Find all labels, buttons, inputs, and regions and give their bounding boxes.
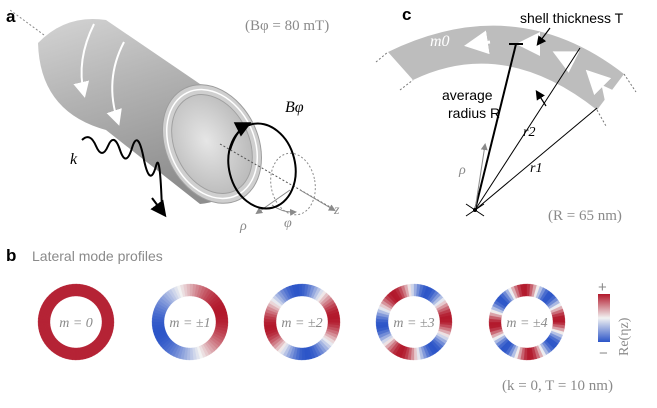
magnetization-arrow-1	[73, 23, 95, 98]
shell-arrow-4	[585, 69, 612, 96]
spin-wave	[81, 136, 163, 211]
shell-ext-left-outer	[375, 51, 389, 63]
rho-label-c: ρ	[458, 163, 466, 178]
mode-note: (k = 0, T = 10 nm)	[502, 378, 613, 394]
bphi-label: Bφ	[285, 99, 304, 116]
shell-ext-left-inner	[399, 79, 414, 91]
r1-label: r1	[530, 161, 542, 176]
radius-note: (R = 65 nm)	[548, 208, 622, 224]
mode-ring-m4: m = ±4	[488, 283, 566, 361]
mode-ring-m2: m = ±2	[263, 283, 341, 361]
rho-arrow-c	[474, 143, 488, 211]
mode-ring-label: m = ±4	[506, 316, 547, 331]
rho-label: ρ	[239, 219, 247, 234]
radius-label-line2: radius R	[448, 105, 500, 121]
shell-ext-right-inner	[596, 109, 607, 127]
shell-thickness-label: shell thickness T	[520, 10, 624, 26]
panel-b-title: Lateral mode profiles	[32, 248, 163, 264]
shell-ext-right-outer	[623, 73, 637, 93]
mode-ring-m1: m = ±1	[151, 283, 229, 361]
magnetization-arrow-2	[106, 41, 125, 126]
colorbar	[598, 294, 610, 342]
mode-ring-label: m = ±2	[281, 316, 322, 331]
mode-ring-m3: m = ±3	[375, 283, 453, 361]
phi-arrow	[271, 204, 297, 216]
colorbar-plus: +	[598, 279, 607, 296]
field-note: (Bφ = 80 mT)	[245, 18, 329, 34]
mode-rings: m = 0 m = ±1 m = ±2 m = ±3 m = ±4	[37, 283, 566, 361]
panel-b-letter: b	[6, 246, 16, 265]
colorbar-minus: −	[599, 345, 608, 362]
ring-segment	[439, 318, 453, 323]
z-label: z	[333, 203, 340, 218]
k-label: k	[70, 151, 78, 168]
mode-ring-label: m = 0	[59, 316, 93, 331]
ring-segment	[552, 318, 566, 323]
panel-b: b Lateral mode profiles m = 0 m = ±1 m = ±…	[6, 246, 632, 394]
m0-label: m0	[430, 33, 450, 50]
coordinate-circle	[270, 152, 316, 216]
ring-segment	[327, 318, 341, 323]
bphi-loop	[227, 122, 297, 210]
panel-c-letter: c	[402, 5, 411, 24]
shell-arrow-5	[601, 84, 618, 103]
panel-a: a (Bφ = 80 mT) z ρ φ Bφ k	[6, 7, 340, 234]
panel-a-letter: a	[6, 7, 16, 26]
mode-ring-label: m = ±3	[393, 316, 434, 331]
ring-segment	[101, 318, 115, 323]
phi-label: φ	[284, 216, 292, 231]
shell-thickness-arrow	[536, 27, 551, 46]
origin-cross-b	[465, 203, 485, 217]
tube-extension-line	[9, 9, 45, 36]
shell-arrow-1	[464, 30, 491, 55]
z-axis-arrow	[299, 189, 336, 212]
wave-arrow	[150, 197, 167, 218]
radius-R-line	[474, 43, 517, 211]
panel-c: c m0 shell thickness T average radius R …	[375, 5, 637, 224]
ring-segment	[215, 318, 229, 323]
shell-thickness-arrow-lower	[535, 89, 547, 107]
radius-label-line1: average	[442, 87, 493, 103]
colorbar-label: Re(ηz)	[617, 317, 632, 356]
r2-line	[474, 47, 581, 211]
r1-line	[474, 107, 598, 211]
mode-ring-m0: m = 0	[37, 283, 115, 361]
shell-band	[388, 25, 624, 110]
mode-ring-label: m = ±1	[169, 316, 210, 331]
r2-label: r2	[523, 125, 535, 140]
bphi-arrow	[229, 122, 252, 151]
